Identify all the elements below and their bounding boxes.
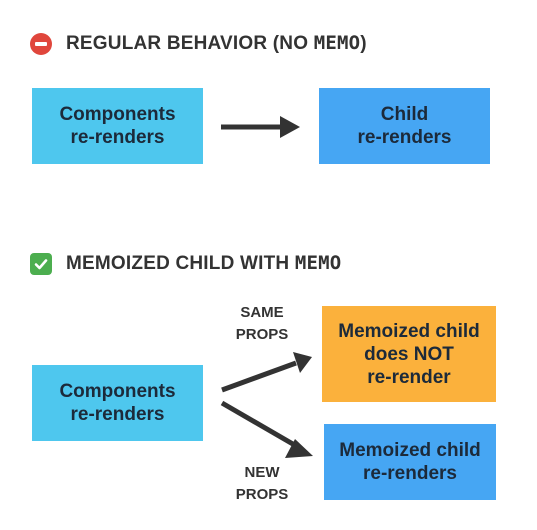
arrow-regular — [221, 116, 300, 138]
section-title-memoized: MEMOIZED CHILD WITH MEMO — [30, 252, 341, 275]
child-box-regular: Child re-renders — [319, 88, 490, 164]
memoized-child-rerender-box: Memoized child re-renders — [324, 424, 496, 500]
section-title-memoized-text: MEMOIZED CHILD WITH MEMO — [66, 252, 342, 274]
arrow-same-props — [221, 352, 312, 393]
section-title-regular-text: REGULAR BEHAVIOR (NO MEMO) — [66, 32, 367, 54]
arrow-new-props — [220, 400, 313, 458]
section-title-regular: REGULAR BEHAVIOR (NO MEMO) — [30, 32, 367, 55]
check-mark-icon — [30, 252, 52, 275]
parent-component-box-memoized: Components re-renders — [32, 365, 203, 441]
memoized-child-no-render-box: Memoized child does NOT re-render — [322, 306, 496, 402]
parent-component-box-regular: Components re-renders — [32, 88, 203, 164]
new-props-label: NEW PROPS — [235, 464, 289, 503]
no-entry-icon — [30, 32, 52, 55]
same-props-label: SAME PROPS — [235, 304, 289, 343]
